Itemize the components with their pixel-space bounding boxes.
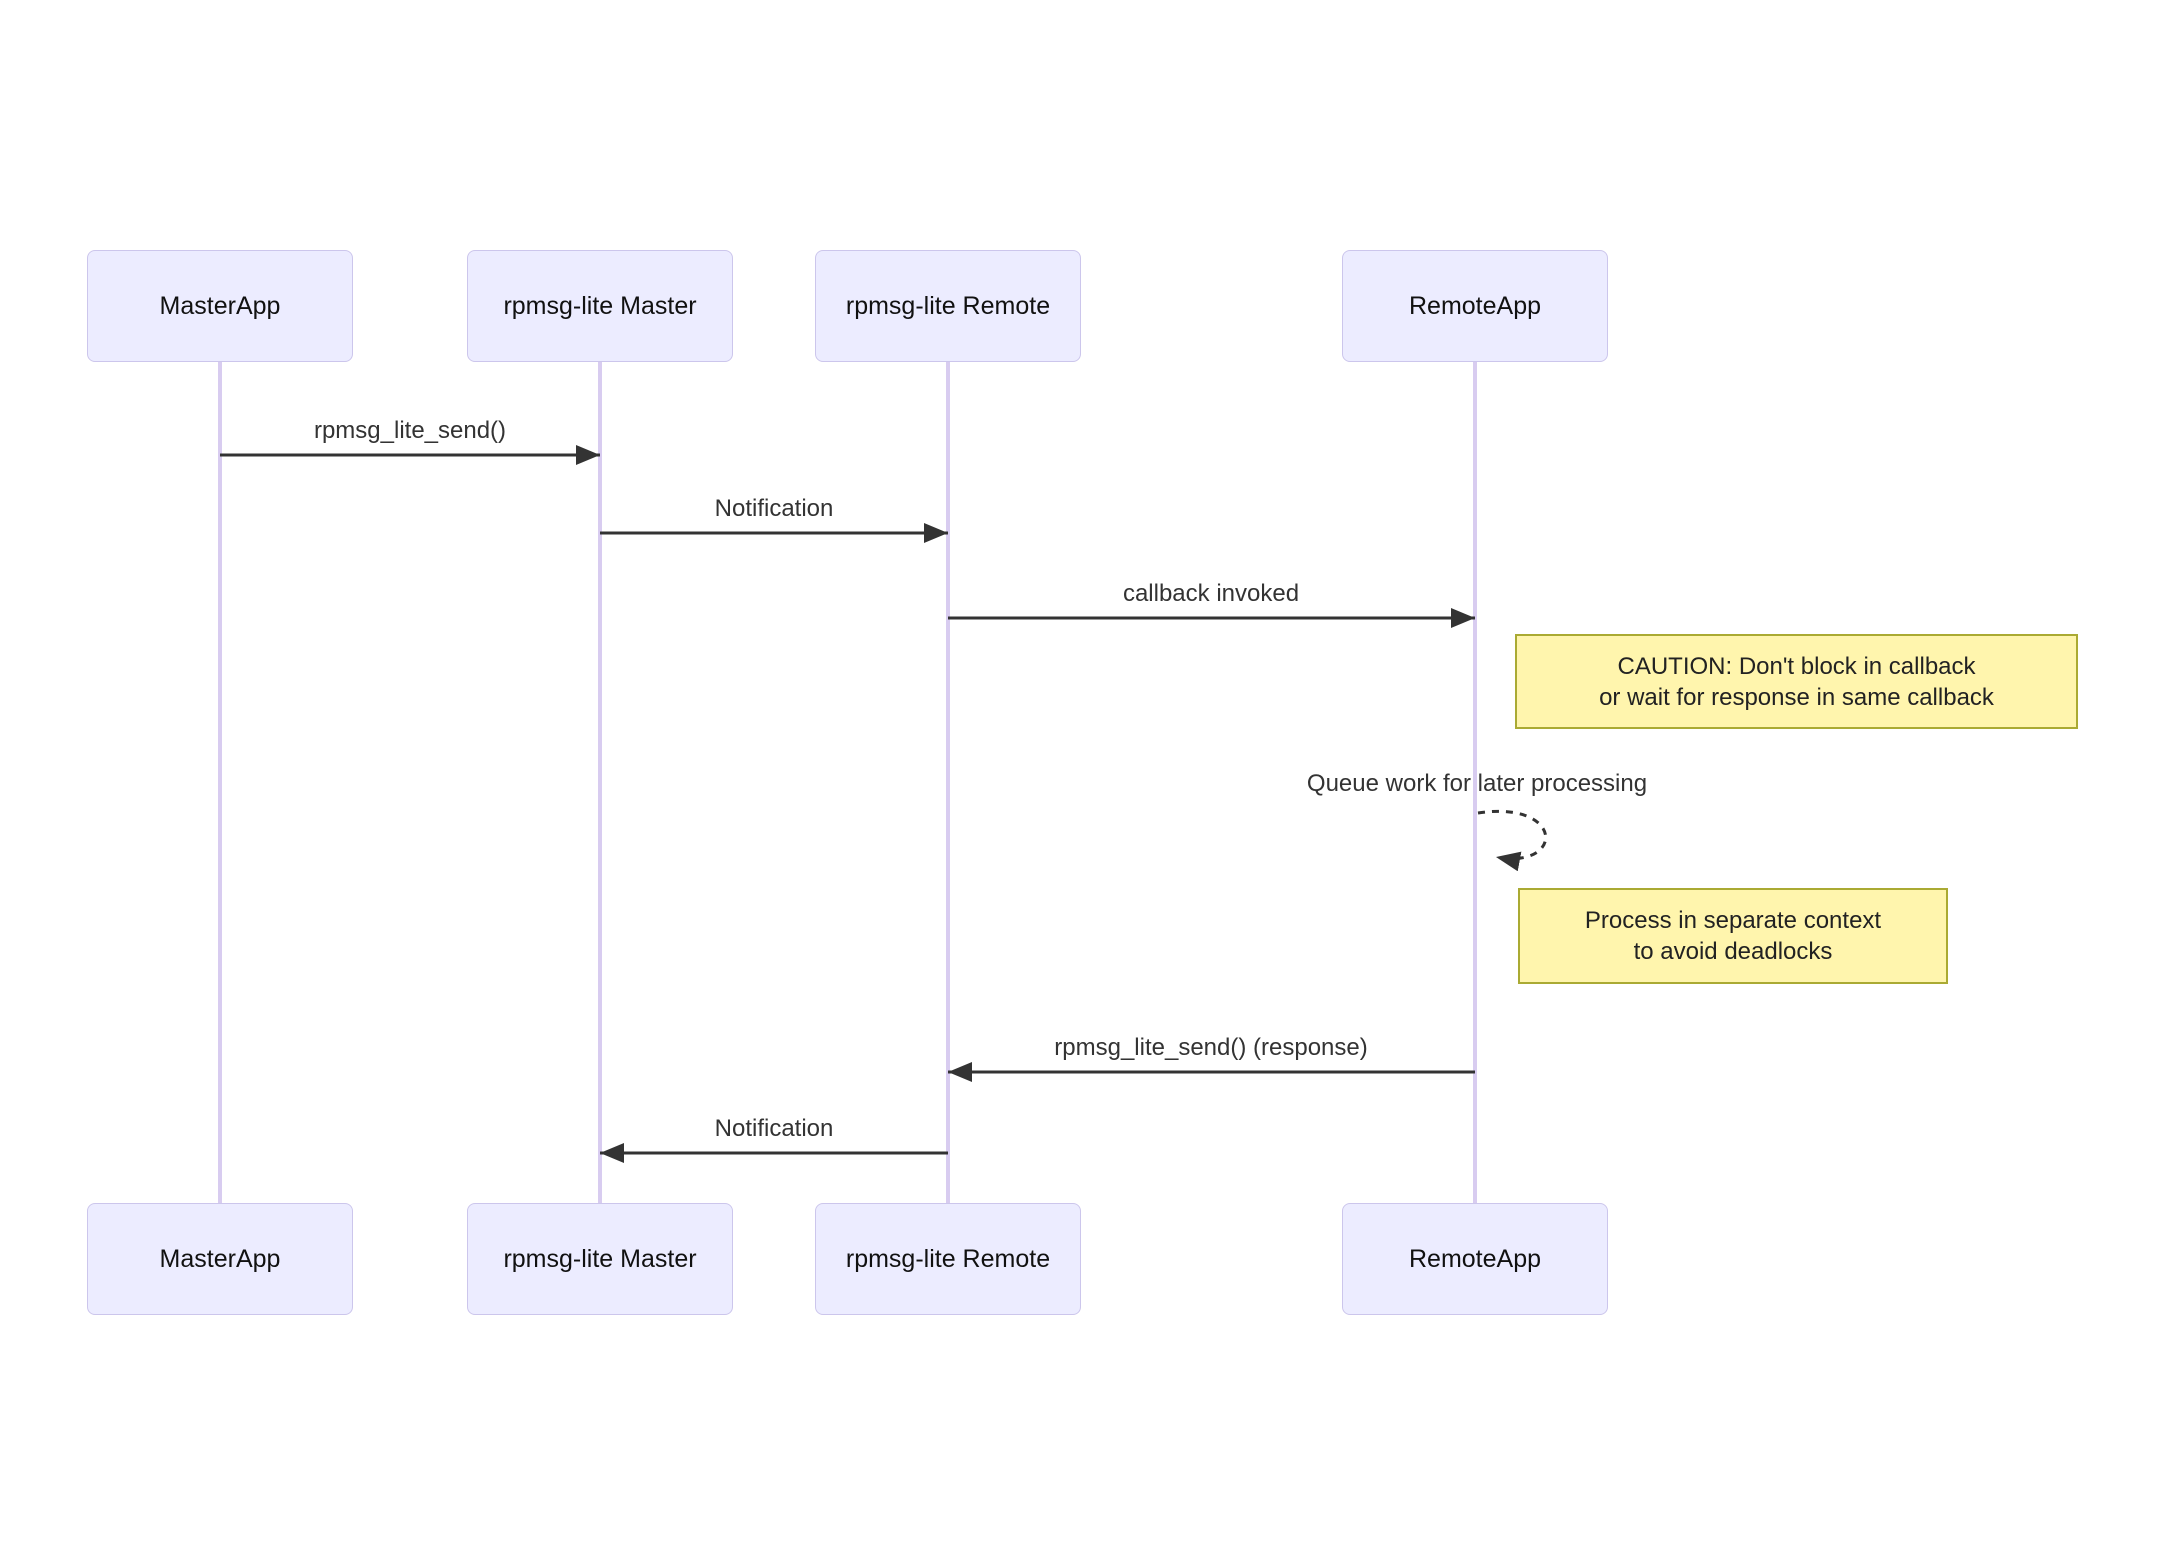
message-label-notification-forward: Notification	[714, 495, 834, 522]
actor-rpmsg-lite-master-bottom: rpmsg-lite Master	[467, 1203, 733, 1315]
self-loop-queue-work	[1477, 809, 1547, 872]
note-caution-dont-block: CAUTION: Don't block in callback or wait…	[1515, 634, 2078, 729]
message-label-callback-invoked: callback invoked	[1122, 580, 1300, 607]
actor-rpmsg-lite-remote-top: rpmsg-lite Remote	[815, 250, 1081, 362]
message-label-rpmsg-lite-send-response: rpmsg_lite_send() (response)	[1054, 1034, 1368, 1061]
actor-masterapp-bottom: MasterApp	[87, 1203, 353, 1315]
message-label-notification-back: Notification	[714, 1115, 834, 1142]
actor-rpmsg-lite-remote-bottom: rpmsg-lite Remote	[815, 1203, 1081, 1315]
message-label-queue-work: Queue work for later processing	[1306, 770, 1648, 797]
actor-rpmsg-lite-master-top: rpmsg-lite Master	[467, 250, 733, 362]
actor-remoteapp-bottom: RemoteApp	[1342, 1203, 1608, 1315]
note-process-separate-context: Process in separate context to avoid dea…	[1518, 888, 1948, 984]
message-label-rpmsg-lite-send: rpmsg_lite_send()	[313, 417, 507, 444]
actor-remoteapp-top: RemoteApp	[1342, 250, 1608, 362]
actor-masterapp-top: MasterApp	[87, 250, 353, 362]
